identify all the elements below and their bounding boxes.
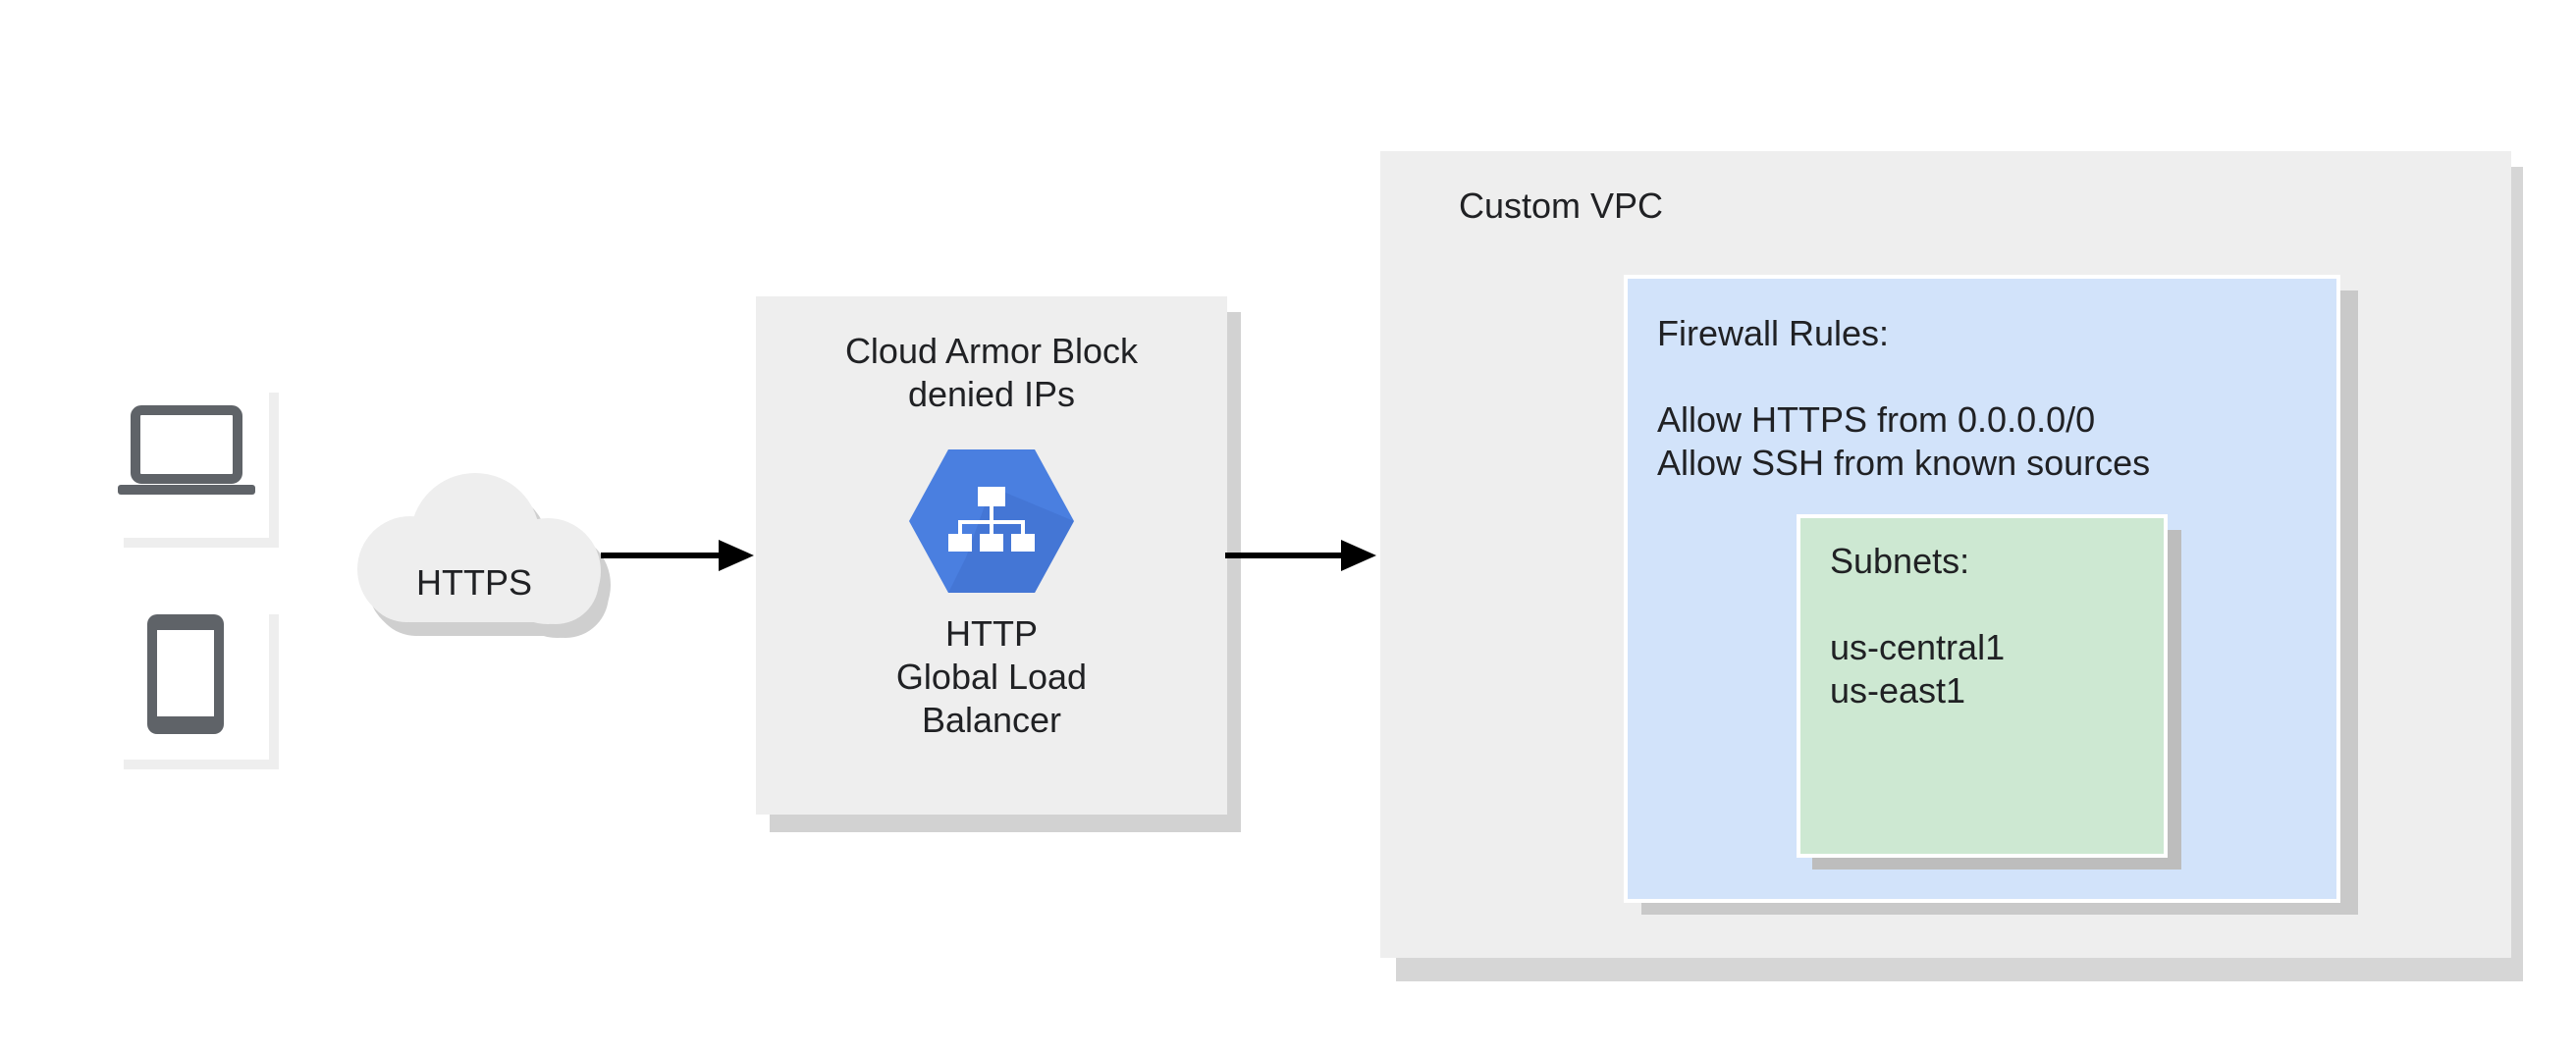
firewall-rule-ssh: Allow SSH from known sources <box>1657 443 2151 483</box>
arrow-cloud-to-armor <box>601 540 754 571</box>
load-balancer-label-line1: HTTP <box>945 613 1038 654</box>
arrow-armor-to-vpc <box>1225 540 1376 571</box>
load-balancer-label-line2: Global Load <box>895 657 1088 697</box>
subnets-panel <box>1797 514 2168 858</box>
tablet-icon <box>147 614 224 734</box>
load-balancer-icon <box>909 449 1074 593</box>
laptop-icon <box>118 405 255 495</box>
subnets-title: Subnets: <box>1830 541 1970 581</box>
load-balancer-label-line3: Balancer <box>921 700 1062 740</box>
subnet-us-central1: us-central1 <box>1830 627 2006 667</box>
firewall-title: Firewall Rules: <box>1657 313 1890 353</box>
firewall-rule-https: Allow HTTPS from 0.0.0.0/0 <box>1657 399 2096 440</box>
cloud-label: HTTPS <box>415 562 532 603</box>
cloud-armor-title-line1: Cloud Armor Block <box>844 331 1139 371</box>
cloud-armor-title-line2: denied IPs <box>907 374 1076 414</box>
laptop-frame-inner <box>124 393 269 538</box>
vpc-title: Custom VPC <box>1459 185 1664 226</box>
subnet-us-east1: us-east1 <box>1830 670 1966 711</box>
internet-cloud-icon <box>357 473 611 638</box>
